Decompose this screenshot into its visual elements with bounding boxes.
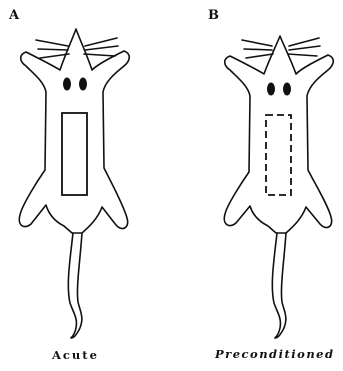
whiskers-left [242,40,273,58]
whiskers-right [288,38,320,56]
eye-left [267,83,275,96]
tail [272,233,286,338]
body-outline [224,36,333,233]
dressing-outline-dashed [266,115,291,195]
eye-right [283,83,291,96]
caption-acute: Acute [52,350,99,362]
caption-preconditioned: Preconditioned [215,349,335,361]
